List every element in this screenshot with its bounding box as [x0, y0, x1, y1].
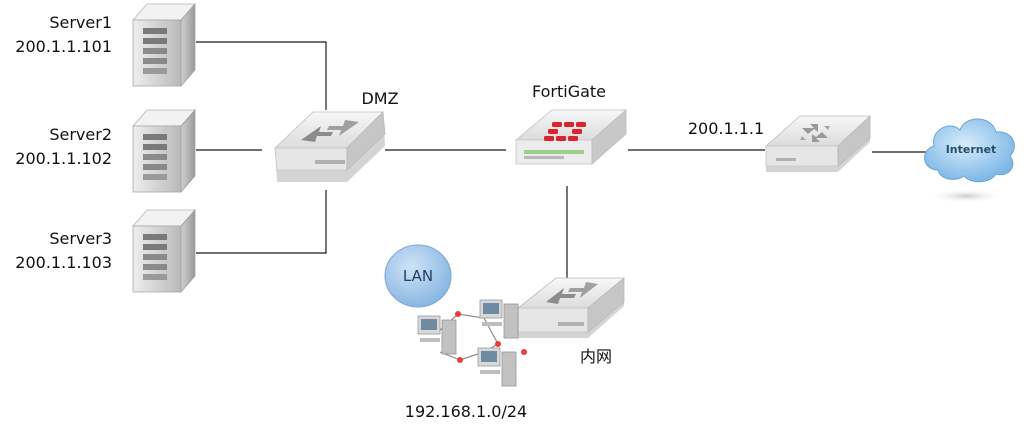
workstation-icon — [417, 315, 457, 355]
link-server1-dmz — [196, 41, 327, 110]
lan-subnet-label: 192.168.1.0/24 — [405, 402, 527, 421]
server-labels: Server1 200.1.1.101 Server2 200.1.1.102 … — [15, 13, 112, 272]
link-server3-dmz — [196, 190, 327, 254]
lan-bubble-icon: LAN — [384, 244, 452, 308]
internet-cloud-icon: Internet — [924, 118, 1015, 203]
server-tower-icon — [132, 2, 196, 88]
internal-switch-icon — [516, 277, 626, 338]
wan-router-icon — [764, 115, 872, 172]
server3-ip: 200.1.1.103 — [15, 253, 112, 272]
server2-ip: 200.1.1.102 — [15, 149, 112, 168]
dmz-label: DMZ — [361, 89, 398, 108]
fortigate-firewall-icon — [514, 109, 628, 165]
server-tower-icon — [132, 108, 196, 194]
server1-name: Server1 — [49, 13, 112, 32]
server3-name: Server3 — [49, 229, 112, 248]
server-tower-icon — [132, 208, 196, 294]
fortigate-label: FortiGate — [532, 82, 606, 101]
wan-ip-label: 200.1.1.1 — [688, 119, 764, 138]
fortinet-logo — [544, 122, 586, 141]
server1-ip: 200.1.1.101 — [15, 37, 112, 56]
internet-label: Internet — [946, 143, 997, 156]
lan-workstations — [417, 299, 527, 387]
dmz-switch-icon — [273, 111, 386, 182]
workstation-icon — [477, 347, 517, 387]
workstation-icon — [479, 299, 519, 339]
server2-name: Server2 — [49, 125, 112, 144]
lan-label: LAN — [403, 267, 433, 285]
connections — [196, 41, 928, 280]
internal-network-label: 内网 — [580, 347, 612, 366]
